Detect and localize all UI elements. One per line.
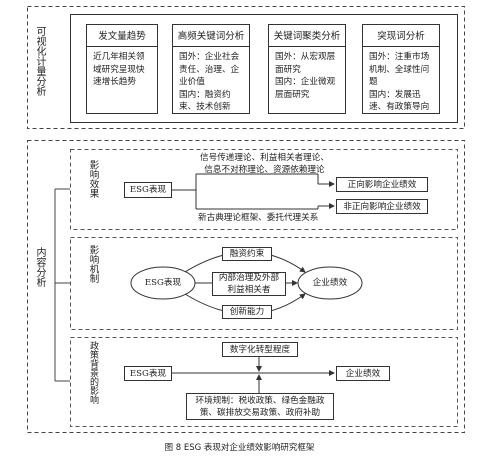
card-body: 国外：企业社会责任、治理、企业价值 国内：融资约束、技术创新 (179, 52, 240, 112)
figure-caption: 图 8 ESG 表现对企业绩效影响研究框架 (164, 443, 315, 453)
mechanism-performance-ellipse (297, 266, 363, 300)
environmental-regulation-node: 环境规制：税收政策、绿色金融政策、碳排放交易政策、政府补助 (186, 393, 334, 420)
digital-transformation-node: 数字化转型程度 (222, 342, 298, 357)
card-title: 关键词聚类分析 (269, 25, 345, 47)
card-keyword-frequency: 高频关键词分析 国外：企业社会责任、治理、企业价值 国内：融资约束、技术创新 (172, 24, 250, 114)
mechanism-frame (70, 237, 458, 330)
card-title: 发文量趋势 (87, 25, 157, 47)
positive-effect-node: 正向影响企业绩效 (336, 177, 428, 192)
card-title: 突现词分析 (363, 25, 439, 47)
card-title: 高频关键词分析 (173, 25, 249, 47)
effect-theories-bottom: 新古典理论框架、委托代理关系 (198, 213, 319, 223)
bottom-section-frame (27, 140, 465, 433)
effect-label: 影响效果 (87, 160, 99, 198)
card-publication-trend: 发文量趋势 近几年相关领域研究呈现快速增长趋势 (86, 24, 158, 114)
policy-performance-node: 企业绩效 (336, 366, 390, 381)
bottom-section-label: 内容分析 (34, 247, 45, 287)
card-body: 国外：注重市场机制、全球性问题 国内：发展迅速、有政策导向 (369, 52, 430, 112)
card-burst-terms: 突现词分析 国外：注重市场机制、全球性问题 国内：发展迅速、有政策导向 (362, 24, 440, 114)
mechanism-esg-label: ESG表现 (144, 278, 182, 288)
top-section-frame (27, 6, 465, 129)
innovation-node: 创新能力 (222, 305, 272, 319)
effect-esg-node: ESG表现 (124, 182, 172, 198)
negative-effect-node: 非正向影响企业绩效 (336, 199, 428, 214)
effect-frame (70, 149, 458, 230)
effect-theories-top: 信号传递理论、利益相关者理论、 信息不对称理论、资源依赖理论 (200, 153, 329, 175)
top-inner-frame (70, 14, 458, 123)
top-section-label: 可视化计量分析 (34, 26, 45, 96)
policy-esg-node: ESG表现 (124, 366, 172, 381)
card-keyword-cluster: 关键词聚类分析 国外：从宏观层面研究 国内：企业微观层面研究 (268, 24, 346, 114)
mechanism-label: 影响机制 (87, 245, 99, 283)
policy-label: 政策背景的影响 (88, 341, 98, 404)
financing-constraint-node: 融资约束 (222, 247, 272, 261)
card-body: 国外：从宏观层面研究 国内：企业微观层面研究 (275, 52, 336, 100)
card-body: 近几年相关领域研究呈现快速增长趋势 (93, 52, 145, 87)
mechanism-performance-label: 企业绩效 (312, 278, 348, 288)
governance-node: 内部治理及外部利益相关者 (212, 272, 286, 296)
